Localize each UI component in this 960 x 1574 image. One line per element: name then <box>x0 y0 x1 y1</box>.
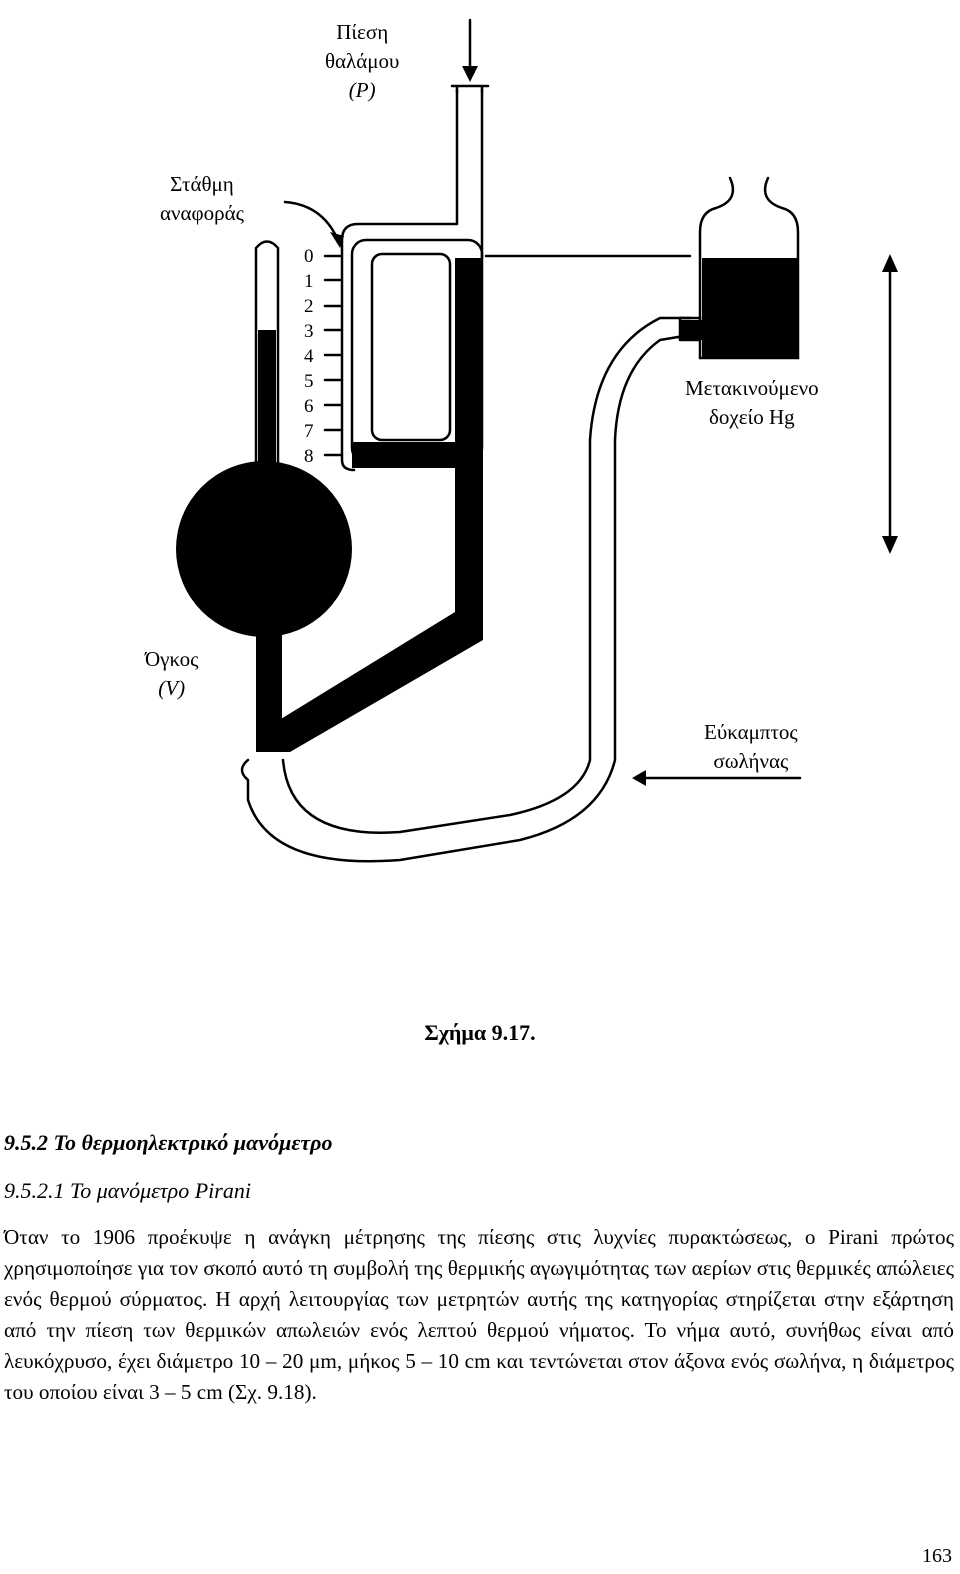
label-reference-level: Στάθμη αναφοράς <box>160 170 244 228</box>
mercury-level <box>702 258 798 358</box>
scale-mark: 5 <box>304 371 314 392</box>
subsection-heading: 9.5.2.1 Το μανόμετρο Pirani <box>4 1178 251 1203</box>
section-heading: 9.5.2 Το θερμοηλεκτρικό μανόμετρο <box>4 1130 333 1155</box>
scale-mark: 4 <box>304 346 314 367</box>
label-line: θαλάμου <box>325 49 400 73</box>
label-line: (V) <box>158 676 186 700</box>
scale-mark: 2 <box>304 296 314 317</box>
label-line: σωλήνας <box>713 749 789 773</box>
scale-mark: 7 <box>304 421 314 442</box>
label-flexible-tube: Εύκαμπτος σωλήνας <box>704 718 798 776</box>
scale-mark: 6 <box>304 396 314 417</box>
body-paragraph: Όταν το 1906 προέκυψε η ανάγκη μέτρησης … <box>4 1225 954 1404</box>
label-line: (P) <box>348 78 376 102</box>
label-line: Εύκαμπτος <box>704 720 798 744</box>
label-line: Πίεση <box>336 20 389 44</box>
scale-mark: 8 <box>304 446 314 467</box>
scale-mark: 1 <box>304 271 314 292</box>
label-line: Μετακινούμενο <box>685 376 819 400</box>
volume-bulb <box>176 461 352 637</box>
label-line: δοχείο Hg <box>709 405 795 429</box>
flexible-tube-inner <box>281 316 692 834</box>
page-number: 163 <box>922 1545 952 1567</box>
flexible-tube-outer <box>240 333 692 863</box>
inlet-tube-outer <box>340 88 459 472</box>
label-movable-reservoir: Μετακινούμενο δοχείο Hg <box>685 374 819 432</box>
label-line: αναφοράς <box>160 201 244 225</box>
figure-caption: Σχήμα 9.17. <box>424 1020 536 1045</box>
pressure-arrowhead <box>462 66 478 82</box>
scale-mark: 3 <box>304 321 314 342</box>
label-line: Όγκος <box>145 647 199 671</box>
reservoir-body <box>698 176 800 360</box>
label-line: Στάθμη <box>170 172 234 196</box>
mcleod-gauge-figure: Πίεση θαλάμου (P) Στάθμη αναφοράς Μετακι… <box>145 18 898 863</box>
label-volume: Όγκος (V) <box>145 645 198 703</box>
scale-mark: 0 <box>304 246 314 267</box>
label-chamber-pressure: Πίεση θαλάμου (P) <box>325 18 399 105</box>
mcleod-gauge-diagram <box>176 18 898 863</box>
reference-chamber <box>370 252 452 442</box>
